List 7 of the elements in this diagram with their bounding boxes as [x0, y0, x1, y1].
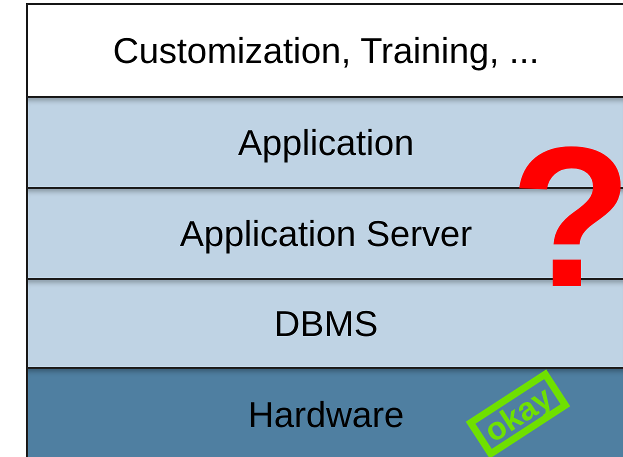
layer-box — [26, 3, 623, 98]
layer-label: Hardware — [248, 394, 404, 436]
layer-label: Application Server — [180, 212, 472, 254]
layer-label: Customization, Training, ... — [112, 30, 540, 72]
layer-box — [26, 367, 623, 457]
layer-label: DBMS — [274, 302, 378, 344]
layer-label: Application — [238, 122, 414, 164]
